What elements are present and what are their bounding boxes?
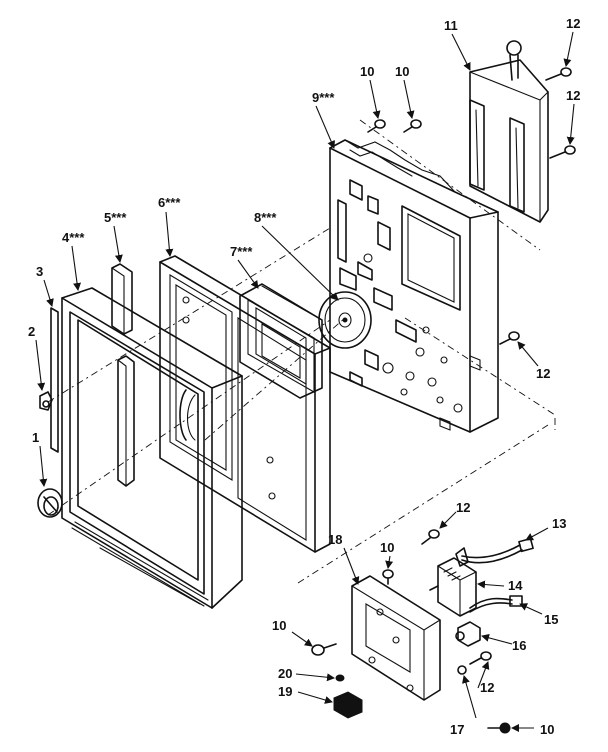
callout-11: 11: [444, 18, 458, 33]
screw-12-top-b: [549, 145, 576, 159]
leader-lines: [35, 31, 575, 732]
screw-10-top-a: [367, 119, 386, 133]
callout-16: 16: [512, 638, 526, 653]
screw-10-lower-b: [311, 643, 337, 656]
callout-12-e: 12: [480, 680, 494, 695]
callout-3: 3: [36, 264, 43, 279]
part-4-door-frame: [61, 287, 243, 609]
screw-12-top-a: [545, 67, 572, 81]
part-3-strip: [50, 307, 59, 453]
callout-12-b: 12: [566, 88, 580, 103]
callout-10-b: 10: [395, 64, 409, 79]
part-13-wire-lead: [455, 537, 534, 567]
part-20-clip: [335, 674, 345, 682]
callout-4: 4***: [62, 230, 85, 245]
part-6-door-panel: [159, 255, 331, 553]
callout-10-e: 10: [540, 722, 554, 737]
part-7-window-screen: [239, 283, 323, 399]
part-5-latch-bar: [111, 263, 135, 487]
callout-13: 13: [552, 516, 566, 531]
part-16-switch: [455, 621, 481, 647]
screw-10-top-b: [403, 119, 422, 133]
screw-10-lower-a: [382, 569, 394, 585]
part-2-latch-clip: [39, 391, 53, 411]
part-9-control-chassis: [329, 139, 499, 433]
part-11-bracket: [469, 40, 549, 223]
part-8-timer-dial: [318, 291, 372, 349]
callout-10-c: 10: [380, 540, 394, 555]
part-15-wire-harness: [469, 595, 523, 613]
screw-12-lower-a: [421, 529, 440, 545]
callout-1: 1: [32, 430, 39, 445]
callout-7: 7***: [230, 244, 253, 259]
part-17-spacer: [457, 665, 467, 675]
callout-18: 18: [328, 532, 342, 547]
assembly-center-lines: [47, 119, 556, 584]
callout-12-a: 12: [566, 16, 580, 31]
screw-12-lower-b: [469, 651, 492, 665]
callout-12-d: 12: [456, 500, 470, 515]
callout-15: 15: [544, 612, 558, 627]
callout-9: 9***: [312, 90, 335, 105]
callout-12-c: 12: [536, 366, 550, 381]
callout-6: 6***: [158, 195, 181, 210]
callout-5: 5***: [104, 210, 127, 225]
part-1-knob: [37, 488, 63, 518]
callout-10-a: 10: [360, 64, 374, 79]
callout-8: 8***: [254, 210, 277, 225]
screw-10-lower-c: [487, 722, 511, 734]
screw-12-right: [499, 331, 520, 345]
callout-14: 14: [508, 578, 523, 593]
screws: [311, 67, 576, 734]
part-19-button: [333, 691, 363, 719]
callout-17: 17: [450, 722, 464, 737]
callout-labels: 1 2 3 4*** 5*** 6*** 7*** 8*** 9*** 10 1…: [28, 16, 580, 737]
part-18-lower-plate: [351, 575, 441, 701]
callout-19: 19: [278, 684, 292, 699]
part-14-switch-block: [429, 557, 477, 617]
callout-20: 20: [278, 666, 292, 681]
callout-2: 2: [28, 324, 35, 339]
callout-10-d: 10: [272, 618, 286, 633]
